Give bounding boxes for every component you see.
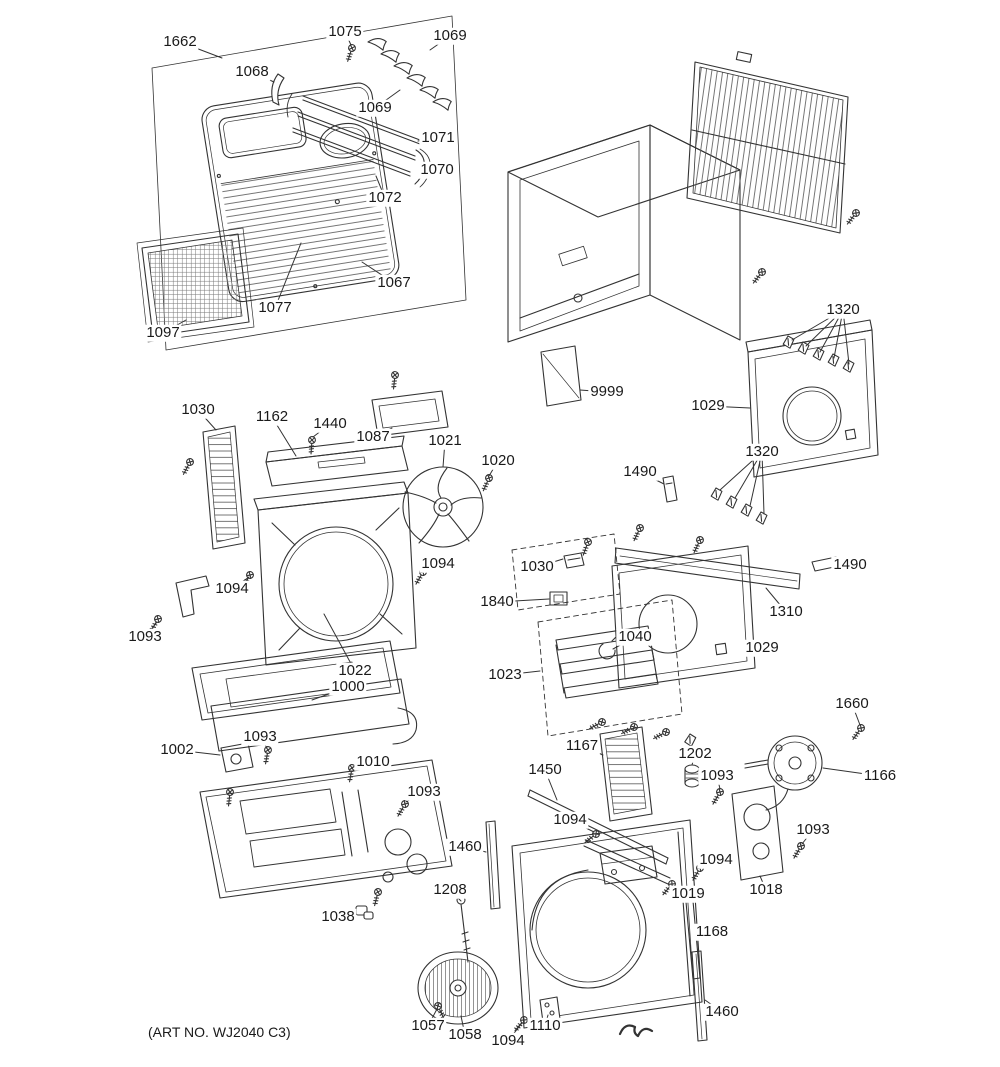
part-label-9999: 9999	[588, 382, 626, 401]
part-label-1058: 1058	[446, 1025, 484, 1044]
part-label-1093: 1093	[241, 727, 279, 746]
part-label-1038: 1038	[319, 907, 357, 926]
part-label-1020: 1020	[479, 451, 517, 470]
part-label-1490: 1490	[831, 555, 869, 574]
part-label-1097: 1097	[144, 323, 182, 342]
fan-motor	[744, 735, 823, 811]
part-label-1068: 1068	[233, 62, 271, 81]
seal-channel	[527, 789, 671, 885]
art-number: (ART NO. WJ2040 C3)	[148, 1024, 291, 1040]
part-label-1077: 1077	[256, 298, 294, 317]
part-label-1023: 1023	[486, 665, 524, 684]
part-label-1093: 1093	[794, 820, 832, 839]
part-label-1069: 1069	[431, 26, 469, 45]
part-label-1019: 1019	[669, 884, 707, 903]
part-label-1087: 1087	[354, 427, 392, 446]
motor-mount	[220, 742, 254, 807]
instruction-envelope	[540, 345, 582, 407]
part-label-1440: 1440	[311, 414, 349, 433]
support-bracket-left	[175, 575, 210, 618]
part-label-1110: 1110	[527, 1016, 563, 1035]
part-label-1093: 1093	[405, 782, 443, 801]
base-pan	[191, 640, 418, 752]
part-label-1167: 1167	[563, 736, 601, 755]
part-label-1490: 1490	[621, 462, 659, 481]
part-label-1072: 1072	[366, 188, 404, 207]
part-label-1069: 1069	[356, 98, 394, 117]
motor-bracket	[731, 785, 784, 881]
part-label-1320: 1320	[824, 300, 862, 319]
louver-strip-1167	[599, 726, 653, 822]
part-label-1067: 1067	[375, 273, 413, 292]
part-label-1094: 1094	[551, 810, 589, 829]
part-label-1070: 1070	[418, 160, 456, 179]
side-panel-upper	[745, 319, 879, 478]
blower-housing	[511, 819, 703, 1029]
part-label-1840: 1840	[478, 592, 516, 611]
air-filter	[136, 227, 255, 343]
part-label-1202: 1202	[676, 744, 714, 763]
part-label-1093: 1093	[126, 627, 164, 646]
part-label-1029: 1029	[689, 396, 727, 415]
part-label-1450: 1450	[526, 760, 564, 779]
part-label-1030: 1030	[179, 400, 217, 419]
part-label-1660: 1660	[833, 694, 871, 713]
part-label-1310: 1310	[767, 602, 805, 621]
mounting-clips-lower	[710, 486, 768, 526]
part-label-1168: 1168	[693, 922, 731, 941]
part-label-1071: 1071	[419, 128, 457, 147]
side-panel-lower	[611, 545, 756, 689]
cover-plate	[371, 370, 449, 437]
fan-shroud	[253, 481, 417, 666]
capacitor	[684, 764, 700, 788]
spring-clip	[618, 1024, 654, 1038]
support-bracket-1310	[614, 522, 801, 590]
grommet	[355, 905, 374, 920]
fan-blade	[402, 466, 484, 548]
hardware-group-b	[537, 599, 683, 737]
blower-wheel	[417, 951, 499, 1025]
part-label-1093: 1093	[698, 766, 736, 785]
part-label-1208: 1208	[431, 880, 469, 899]
part-label-1002: 1002	[158, 740, 196, 759]
part-label-1010: 1010	[354, 752, 392, 771]
louver-slats	[271, 36, 453, 188]
part-label-1018: 1018	[747, 880, 785, 899]
part-label-1000: 1000	[329, 677, 367, 696]
part-label-1094: 1094	[213, 579, 251, 598]
part-label-1022: 1022	[336, 661, 374, 680]
part-label-1662: 1662	[161, 32, 199, 51]
part-label-1094: 1094	[489, 1031, 527, 1050]
hardware-group-a	[511, 533, 621, 611]
front-panel	[201, 82, 400, 303]
seal-strip-left	[485, 820, 501, 910]
part-label-1460: 1460	[703, 1002, 741, 1021]
part-label-1021: 1021	[426, 431, 464, 450]
part-label-1075: 1075	[326, 22, 364, 41]
part-label-1320: 1320	[743, 442, 781, 461]
part-label-1040: 1040	[616, 627, 654, 646]
part-label-1094: 1094	[419, 554, 457, 573]
part-label-1029: 1029	[743, 638, 781, 657]
part-label-1057: 1057	[409, 1016, 447, 1035]
part-label-1094: 1094	[697, 850, 735, 869]
rear-grille	[686, 51, 862, 286]
part-label-1166: 1166	[861, 766, 899, 785]
bracket-1490-left	[662, 475, 678, 503]
part-label-1030: 1030	[518, 557, 556, 576]
part-label-1162: 1162	[253, 407, 291, 426]
part-label-1460: 1460	[446, 837, 484, 856]
mounting-clips-upper	[782, 334, 855, 374]
side-louver-strip	[179, 425, 246, 550]
